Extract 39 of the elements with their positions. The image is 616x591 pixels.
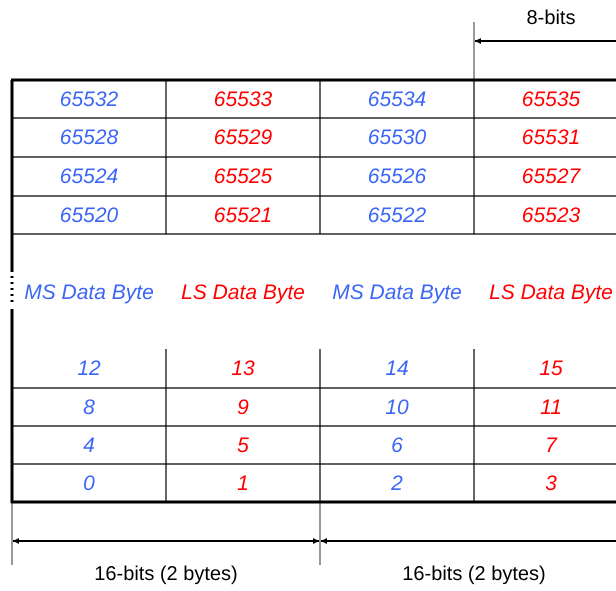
byte-address: 65533 (214, 86, 272, 112)
byte-address: 65529 (214, 125, 272, 151)
column-heading: LS Data Byte (181, 280, 305, 306)
byte-address: 65520 (60, 202, 118, 228)
column-heading: MS Data Byte (24, 280, 154, 306)
byte-address: 7 (545, 432, 557, 458)
byte-address: 10 (385, 394, 409, 420)
column-heading: MS Data Byte (332, 280, 462, 306)
dimension-label: 16-bits (2 bytes) (402, 562, 546, 587)
byte-address: 65535 (522, 86, 580, 112)
byte-address: 65531 (522, 125, 580, 151)
byte-address: 8 (83, 394, 95, 420)
byte-address: 65526 (368, 164, 426, 190)
byte-address: 4 (83, 432, 95, 458)
column-heading: LS Data Byte (489, 280, 613, 306)
byte-address: 3 (545, 470, 557, 496)
dimension-label: 16-bits (2 bytes) (94, 562, 238, 587)
byte-address: 5 (237, 432, 249, 458)
dimension-label: 8-bits (526, 6, 576, 31)
byte-address: 14 (385, 356, 409, 382)
byte-address: 65522 (368, 202, 426, 228)
byte-address: 65534 (368, 86, 426, 112)
byte-address: 65523 (522, 202, 580, 228)
byte-address: 65532 (60, 86, 118, 112)
byte-address: 65524 (60, 164, 118, 190)
byte-address: 65521 (214, 202, 272, 228)
byte-address: 0 (83, 470, 95, 496)
byte-address: 15 (539, 356, 563, 382)
byte-address: 9 (237, 394, 249, 420)
byte-address: 1 (237, 470, 249, 496)
byte-address: 13 (231, 356, 255, 382)
byte-address: 2 (391, 470, 403, 496)
byte-address: 11 (540, 394, 562, 420)
byte-address: 65525 (214, 164, 272, 190)
byte-address: 6 (391, 432, 403, 458)
byte-address: 12 (77, 356, 101, 382)
byte-address: 65530 (368, 125, 426, 151)
byte-address: 65528 (60, 125, 118, 151)
byte-address: 65527 (522, 164, 580, 190)
